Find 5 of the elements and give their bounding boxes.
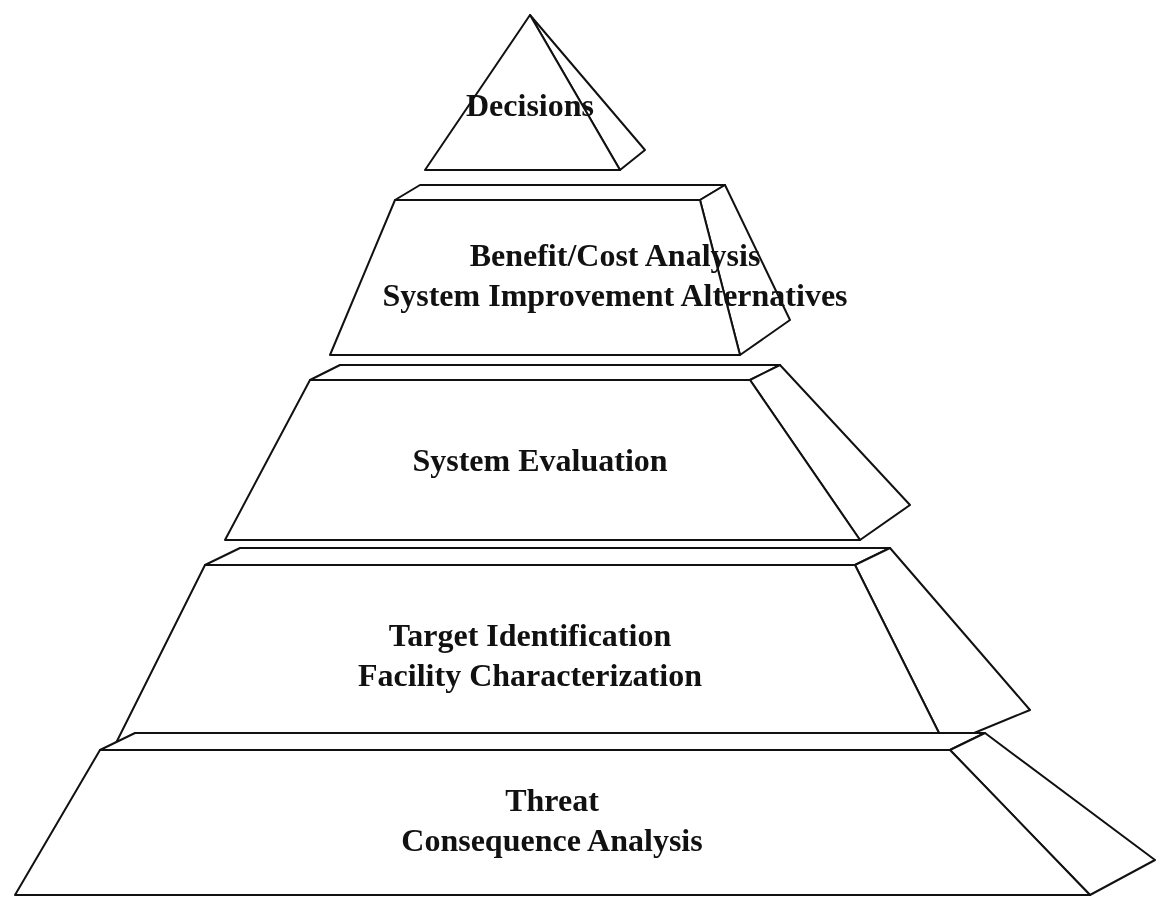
tier-label: Consequence Analysis	[401, 821, 703, 860]
tier-label: Threat	[505, 781, 599, 820]
tier-label: Facility Characterization	[358, 656, 702, 695]
tier-label: System Evaluation	[412, 441, 668, 480]
tier-label: Target Identification	[388, 616, 672, 655]
